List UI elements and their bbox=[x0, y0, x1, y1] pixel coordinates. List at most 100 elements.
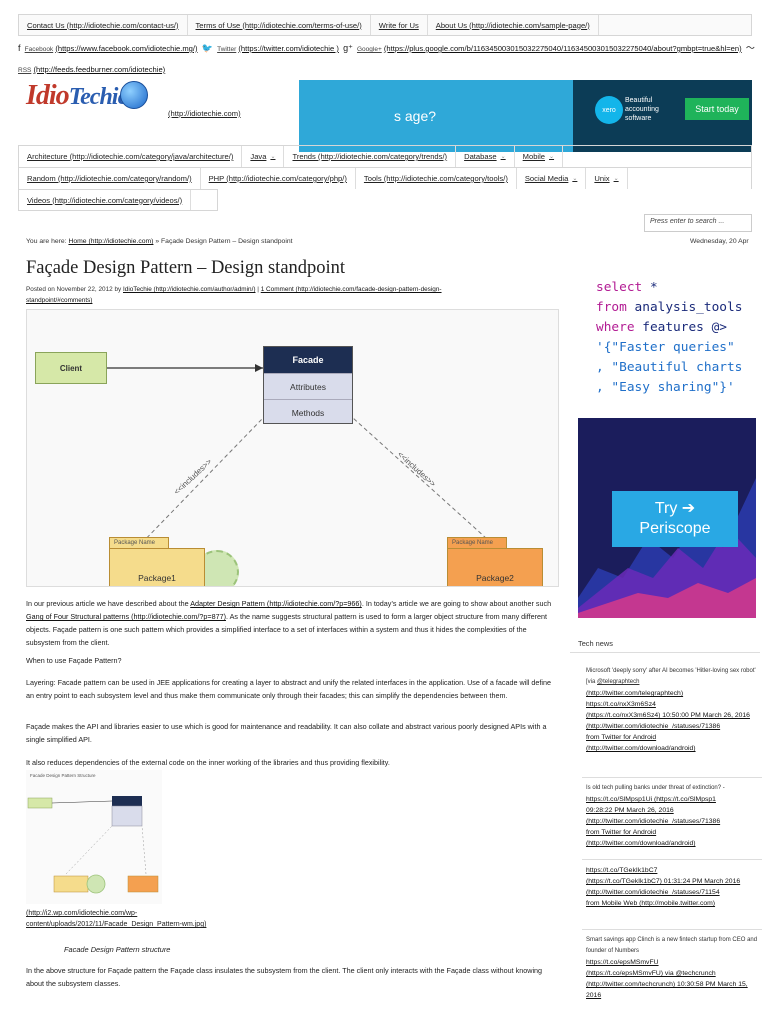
nav-row2-item[interactable]: Social Media⌄ bbox=[517, 168, 587, 189]
facebook-link[interactable]: (https://www.facebook.com/idiotechie.mg/… bbox=[55, 44, 198, 53]
contact-link[interactable]: Contact Us (http://idiotechie.com/contac… bbox=[19, 15, 188, 35]
nav-row1-item[interactable]: Java⌄ bbox=[242, 146, 285, 167]
site-logo[interactable]: IdioTechie bbox=[26, 80, 156, 120]
diagram-connectors: <<includes>> <<includes>> bbox=[107, 364, 498, 549]
tweet-link[interactable]: (https://t.co/nxX3m6Sz4) 10:50:00 PM Mar… bbox=[586, 712, 750, 719]
rss-link[interactable]: (http://feeds.feedburner.com/idiotechie) bbox=[33, 65, 166, 74]
client-box: Client bbox=[35, 352, 107, 384]
nav-row1-item[interactable]: Mobile⌄ bbox=[515, 146, 564, 167]
includes-label-right: <<includes>> bbox=[396, 450, 438, 489]
author-link[interactable]: IdioTechie (http://idiotechie.com/author… bbox=[123, 286, 256, 293]
tweet-link[interactable]: from Twitter for Android bbox=[586, 829, 657, 836]
google-plus-icon: g⁺ bbox=[343, 43, 353, 53]
tweet-link[interactable]: (http://twitter.com/download/android) bbox=[586, 745, 696, 752]
package1-box: Package Name Package1 bbox=[109, 537, 205, 586]
adapter-pattern-link[interactable]: Adapter Design Pattern (http://idiotechi… bbox=[190, 599, 362, 608]
tweet-divider bbox=[582, 929, 762, 930]
breadcrumb: You are here: Home (http://idiotechie.co… bbox=[26, 238, 293, 245]
facade-diagram[interactable]: <<includes>> <<includes>> Client Facade … bbox=[26, 309, 559, 587]
comments-link[interactable]: 1 Comment (http://idiotechie.com/facade-… bbox=[26, 286, 442, 304]
ad-start-button[interactable]: Start today bbox=[685, 98, 749, 120]
tweet-link[interactable]: (http://twitter.com/idiotechie_/statuses… bbox=[586, 818, 721, 825]
breadcrumb-home[interactable]: Home (http://idiotechie.com) bbox=[68, 238, 154, 245]
nav-row1-item[interactable]: Architecture (http://idiotechie.com/cate… bbox=[19, 146, 243, 167]
tweet-divider bbox=[582, 859, 762, 860]
tech-news-heading: Tech news bbox=[578, 639, 613, 648]
nav-row3-item[interactable]: Videos (http://idiotechie.com/category/v… bbox=[19, 190, 192, 210]
twitter-icon: 🐦 bbox=[201, 43, 213, 53]
tweet-divider bbox=[582, 777, 762, 778]
facade-structure-image[interactable] bbox=[26, 770, 162, 904]
chevron-down-icon: ⌄ bbox=[270, 154, 276, 160]
ad-description: Beautiful accounting software bbox=[625, 97, 659, 122]
tweet-link[interactable]: https://t.co/SlMpsp1Ui (https://t.co/SlM… bbox=[586, 796, 716, 803]
breadcrumb-sep: » bbox=[153, 238, 162, 245]
nav-row2-item[interactable]: PHP (http://idiotechie.com/category/php/… bbox=[201, 168, 356, 189]
tweet-link[interactable]: https://t.co/TGekIk1bC7 bbox=[586, 867, 658, 874]
tweet-link[interactable]: from Mobile Web (http://mobile.twitter.c… bbox=[586, 900, 716, 907]
sql-line: , "Easy sharing"}' bbox=[596, 380, 735, 395]
package1-tab: Package Name bbox=[109, 537, 169, 549]
nav-row2-item[interactable]: Tools (http://idiotechie.com/category/to… bbox=[356, 168, 517, 189]
tweet-link[interactable]: (https://t.co/epsMSmvFU) via @techcrunch bbox=[586, 970, 716, 977]
tweet-link[interactable]: (http://twitter.com/idiotechie_/statuses… bbox=[586, 889, 720, 896]
write-for-us-link[interactable]: Write for Us bbox=[371, 15, 428, 35]
gof-structural-link[interactable]: Gang of Four Structural patterns (http:/… bbox=[26, 612, 226, 621]
nav-row-1: Architecture (http://idiotechie.com/cate… bbox=[18, 145, 752, 167]
sql-line: select * bbox=[596, 280, 658, 295]
facebook-label[interactable]: Facebook bbox=[24, 46, 54, 53]
tweet-item: Smart savings app Clinch is a new fintec… bbox=[586, 935, 762, 1001]
terms-link[interactable]: Terms of Use (http://idiotechie.com/term… bbox=[188, 15, 371, 35]
google-plus-link[interactable]: (https://plus.google.com/b/1163450030150… bbox=[383, 44, 742, 53]
xero-logo-icon: xero bbox=[595, 96, 623, 124]
about-link[interactable]: About Us (http://idiotechie.com/sample-p… bbox=[428, 15, 599, 35]
facade-attributes: Attributes bbox=[264, 373, 352, 399]
nav-row2-item[interactable]: Unix⌄ bbox=[586, 168, 628, 189]
sql-line: where features @> bbox=[596, 320, 727, 335]
structure-image-title: Facade Design Pattern Structure bbox=[30, 773, 96, 778]
tweet-link[interactable]: (http://twitter.com/idiotechie_/statuses… bbox=[586, 723, 721, 730]
tweet-text: Is old tech pulling banks under threat o… bbox=[586, 785, 725, 791]
top-links-bar: Contact Us (http://idiotechie.com/contac… bbox=[18, 14, 752, 36]
social-links: f Facebook (https://www.facebook.com/idi… bbox=[18, 38, 758, 81]
twitter-label[interactable]: Twitter bbox=[217, 46, 237, 53]
nav-row2-item[interactable]: Random (http://idiotechie.com/category/r… bbox=[19, 168, 201, 189]
rss-label[interactable]: RSS bbox=[18, 67, 32, 74]
google-plus-label[interactable]: Google+ bbox=[356, 46, 382, 53]
area-chart-graphic bbox=[578, 478, 756, 618]
tweet-link[interactable]: https://t.co/epsMSmvFU bbox=[586, 959, 659, 966]
package1-label: Package1 bbox=[138, 573, 176, 583]
tweet-handle-link[interactable]: @telegraphtech bbox=[597, 679, 640, 685]
logo-link[interactable]: (http://idiotechie.com) bbox=[168, 109, 241, 118]
package2-label: Package2 bbox=[476, 573, 514, 583]
breadcrumb-prefix: You are here: bbox=[26, 238, 69, 245]
when-to-use-heading: When to use Façade Pattern? bbox=[26, 656, 122, 665]
chevron-down-icon: ⌄ bbox=[572, 176, 578, 182]
try-periscope-button[interactable]: Try ➔ Periscope bbox=[612, 491, 738, 547]
nav-row1-item[interactable]: Trends (http://idiotechie.com/category/t… bbox=[284, 146, 457, 167]
sql-line: from analysis_tools bbox=[596, 300, 743, 315]
tweet-link[interactable]: (https://t.co/TGekIk1bC7) 01:31:24 PM Ma… bbox=[586, 878, 741, 885]
breadcrumb-current: Façade Design Pattern – Design standpoin… bbox=[161, 238, 293, 245]
structure-image-link[interactable]: (http://i2.wp.com/idiotechie.com/wp-cont… bbox=[26, 910, 207, 928]
tweet-link[interactable]: (http://twitter.com/techcrunch) 10:30:58… bbox=[586, 981, 748, 999]
banner-ad[interactable]: s age? xero Beautiful accounting softwar… bbox=[299, 80, 752, 152]
tweet-link[interactable]: from Twitter for Android bbox=[586, 734, 657, 741]
search-input[interactable]: Press enter to search ... bbox=[644, 214, 752, 232]
api-paragraph: Façade makes the API and libraries easie… bbox=[26, 722, 547, 744]
chevron-down-icon: ⌄ bbox=[500, 154, 506, 160]
periscope-label: Periscope bbox=[639, 520, 711, 537]
structure-paragraph: In the above structure for Façade patter… bbox=[26, 966, 543, 988]
tweet-link[interactable]: 09:28:22 PM March 26, 2016 bbox=[586, 807, 674, 814]
tweet-link[interactable]: (http://twitter.com/telegraphtech) bbox=[586, 690, 684, 697]
layering-paragraph: Layering: Facade pattern can be used in … bbox=[26, 678, 551, 700]
package2-tab: Package Name bbox=[447, 537, 507, 549]
post-meta: Posted on November 22, 2012 by IdioTechi… bbox=[26, 284, 496, 306]
tweet-text: Microsoft 'deeply sorry' after AI become… bbox=[586, 668, 756, 685]
sql-line: , "Beautiful charts bbox=[596, 360, 743, 375]
tweet-link[interactable]: (http://twitter.com/download/android) bbox=[586, 840, 696, 847]
nav-row1-item[interactable]: Database⌄ bbox=[456, 146, 515, 167]
tweet-link[interactable]: https://t.co/nxX3m6Sz4 bbox=[586, 701, 656, 708]
twitter-link[interactable]: (https://twitter.com/idiotechie ) bbox=[238, 44, 339, 53]
